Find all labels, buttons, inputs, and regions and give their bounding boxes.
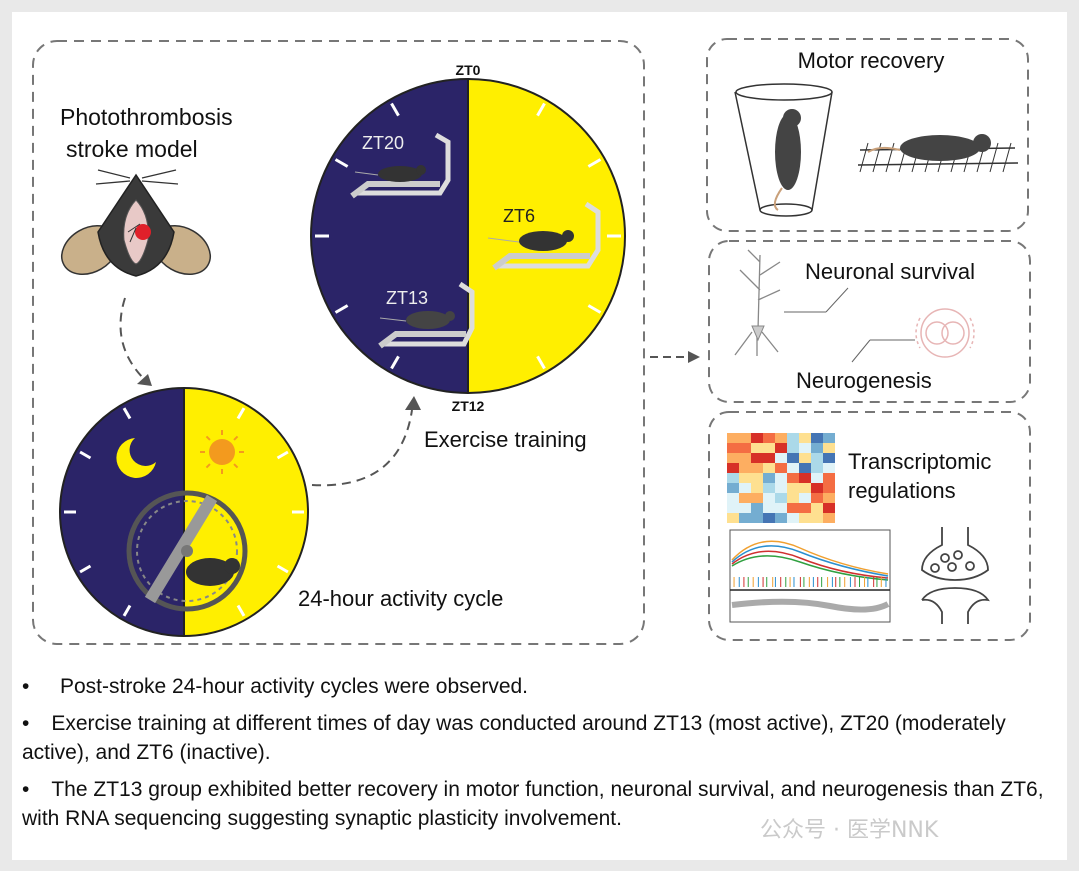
clock-tick [122,604,132,617]
bullet-item: • Post-stroke 24-hour activity cycles wer… [22,672,1052,701]
training-clock-ticks [315,102,621,370]
cycle-label: 24-hour activity cycle [298,586,503,611]
transcriptomic-frame [708,411,1031,641]
clock-tick [334,158,349,168]
neurogenesis-cell-icon [915,308,975,358]
clock-label-zt12: ZT12 [452,398,485,414]
stroke-title-line1: Photothrombosis [60,104,233,130]
clock-tick [536,355,546,370]
clock-tick [276,450,289,460]
clock-tick [587,158,602,168]
bullet-symbol: • [22,778,30,801]
label-zt20: ZT20 [362,133,404,153]
gsea-plot-icon [729,529,891,623]
neuronal-survival-label: Neuronal survival [805,259,975,284]
bullet-symbol: • [22,712,30,735]
summary-bullets: • Post-stroke 24-hour activity cycles wer… [22,672,1052,841]
stroke-title-line2: stroke model [66,136,198,162]
clock-tick [390,355,400,370]
running-wheel-icon [126,490,248,612]
clock-tick [276,564,289,574]
treadmill-zt6-icon [487,201,601,271]
cylinder-test-icon [734,83,833,217]
clock-tick [79,450,92,460]
cycle-clock-ticks [64,407,304,617]
sun-icon [200,430,244,474]
synapse-icon [921,527,990,624]
clock-tick [79,564,92,574]
clock-label-zt0: ZT0 [456,62,481,78]
bullet-item: •The ZT13 group exhibited better recover… [22,775,1052,833]
heatmap-icon [727,433,835,523]
bullet-text: Post-stroke 24-hour activity cycles were… [60,675,529,698]
clock-tick [390,102,400,117]
treadmill-zt13-icon [378,281,475,349]
exercise-label: Exercise training [424,427,587,452]
bullet-symbol: • [22,675,30,698]
clock-tick [236,407,246,420]
neuro-frame [708,240,1031,403]
graphical-abstract: Photothrombosis stroke model 24-hour act… [32,38,1031,645]
watermark: 公众号 · 医学NNK [760,818,939,843]
moon-icon [116,438,156,478]
clock-tick [236,604,246,617]
label-zt13: ZT13 [386,288,428,308]
clock-tick [122,407,132,420]
neurogenesis-label: Neurogenesis [796,368,932,393]
motor-title: Motor recovery [798,48,945,73]
left-dashed-frame [32,40,645,645]
motor-frame [706,38,1029,232]
transcriptomic-label-line1: Transcriptomic [848,449,991,474]
transcriptomic-label-line2: regulations [848,478,956,503]
stroke-mouse-head-icon [61,169,211,277]
bullet-text: Exercise training at different times of … [22,712,1006,764]
treadmill-zt20-icon [350,132,451,199]
arrow-stroke-to-cycle [119,297,146,381]
bullet-text: The ZT13 group exhibited better recovery… [22,778,1044,830]
clock-tick [334,304,349,314]
bullet-item: •Exercise training at different times of… [22,709,1052,767]
grid-walk-icon [857,134,1019,173]
clock-tick [536,102,546,117]
arrow-cycle-to-training [311,409,413,487]
label-zt6: ZT6 [503,206,535,226]
clock-tick [587,304,602,314]
